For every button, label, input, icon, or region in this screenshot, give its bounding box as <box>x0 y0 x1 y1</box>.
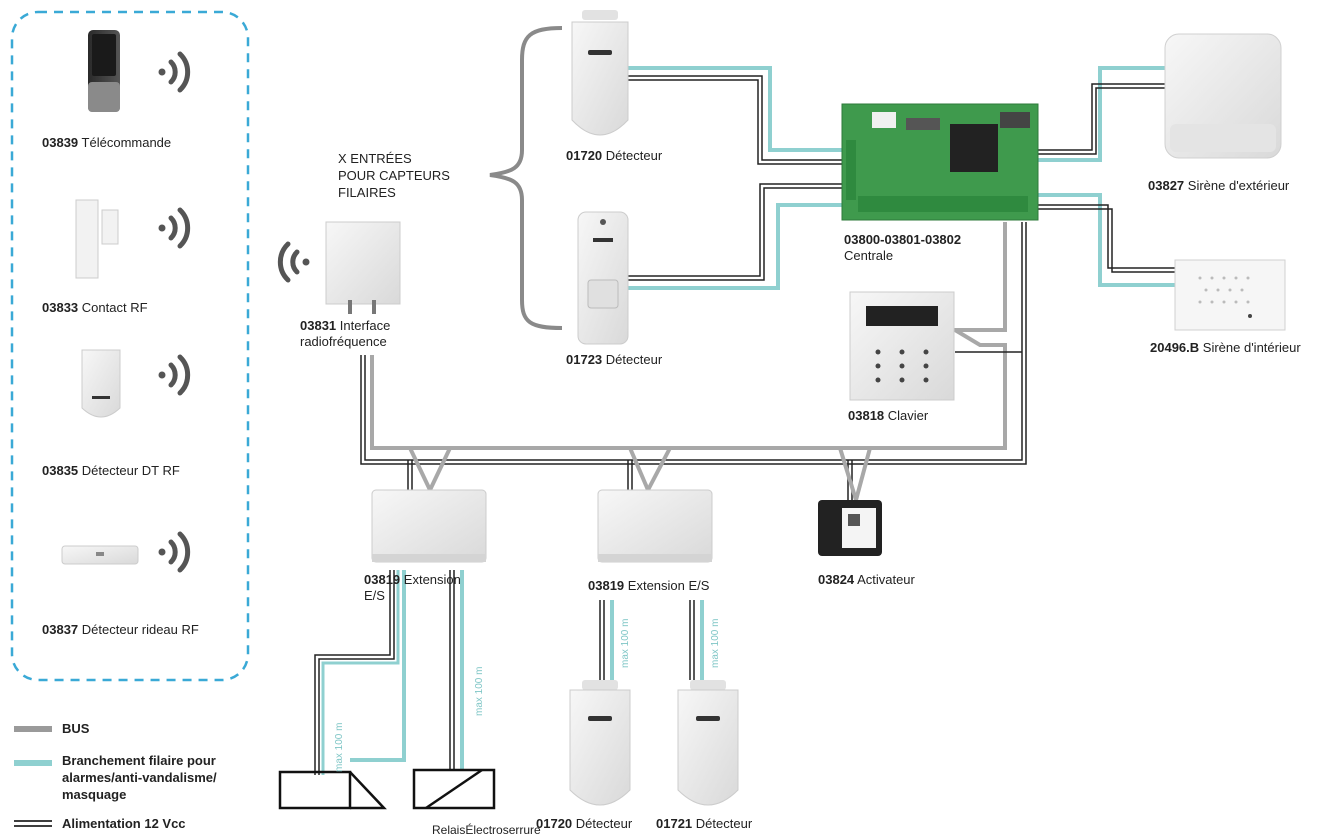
label-telecommande: 03839 Télécommande <box>42 135 172 150</box>
label-interface: 03831 Interface radiofréquence <box>300 318 391 349</box>
relay-symbol <box>278 770 387 810</box>
activateur-image <box>818 500 882 556</box>
label-relais: RelaisÉlectroserrure <box>432 823 541 837</box>
inputs-brace <box>489 26 563 330</box>
label-det-01720-top: 01720 Détecteur <box>566 148 663 163</box>
max-length-label: max 100 m <box>334 722 345 772</box>
wire-det-top-centrale <box>628 66 842 165</box>
legend-swatches <box>14 726 52 827</box>
label-detecteur-dt-rf: 03835 Détecteur DT RF <box>42 463 180 478</box>
wire-ext-det-bottom <box>599 600 704 680</box>
curtain-detector-image <box>61 545 139 565</box>
wire-ext-relay <box>314 570 406 775</box>
label-det-01720-bottom: 01720 Détecteur <box>536 816 633 831</box>
radio-interface-image <box>325 221 401 314</box>
max-length-label: max 100 m <box>710 618 721 668</box>
label-ext-left: 03819 Extension E/S <box>364 572 461 603</box>
detector-01720-top-image <box>571 10 629 136</box>
detector-dt-rf-image <box>81 349 121 418</box>
label-inputs: X ENTRÉES POUR CAPTEURS FILAIRES <box>338 151 450 200</box>
label-det-01721: 01721 Détecteur <box>656 816 753 831</box>
label-siren-int: 20496.B Sirène d'intérieur <box>1150 340 1301 355</box>
bus-drops <box>407 447 872 501</box>
label-siren-ext: 03827 Sirène d'extérieur <box>1148 178 1290 193</box>
detector-01721-image <box>677 680 739 806</box>
label-centrale: 03800-03801-03802 Centrale <box>844 232 962 263</box>
detector-01723-image <box>577 211 629 345</box>
remote-control-image <box>88 30 120 112</box>
legend-bus: BUS <box>62 721 90 736</box>
lock-symbol <box>412 768 496 810</box>
wireless-icons <box>158 51 310 573</box>
contact-rf-image <box>75 199 119 279</box>
extension-mid-image <box>597 489 713 563</box>
label-activateur: 03824 Activateur <box>818 572 915 587</box>
label-contact-rf: 03833 Contact RF <box>42 300 148 315</box>
wire-centrale-siren-ext <box>1038 66 1165 162</box>
legend-alarm: Branchement filaire pour alarmes/anti-va… <box>62 753 217 802</box>
rf-devices-frame <box>10 10 250 682</box>
legend-power: Alimentation 12 Vcc <box>62 816 186 831</box>
wire-det-01723-centrale <box>628 183 842 290</box>
keypad-image <box>849 291 955 401</box>
max-length-label: max 100 m <box>620 618 631 668</box>
centrale-board-image <box>841 103 1039 221</box>
detector-01720-bottom-image <box>569 680 631 806</box>
siren-int-image <box>1174 259 1286 331</box>
label-clavier: 03818 Clavier <box>848 408 929 423</box>
wire-ext-lock <box>449 570 464 770</box>
siren-ext-image <box>1164 33 1282 159</box>
label-detecteur-rideau-rf: 03837 Détecteur rideau RF <box>42 622 199 637</box>
max-length-label: max 100 m <box>474 666 485 716</box>
label-det-01723: 01723 Détecteur <box>566 352 663 367</box>
label-ext-mid: 03819 Extension E/S <box>588 578 710 593</box>
extension-left-image <box>371 489 487 563</box>
bus-main <box>360 222 1027 465</box>
wire-centrale-siren-int <box>1038 193 1175 287</box>
